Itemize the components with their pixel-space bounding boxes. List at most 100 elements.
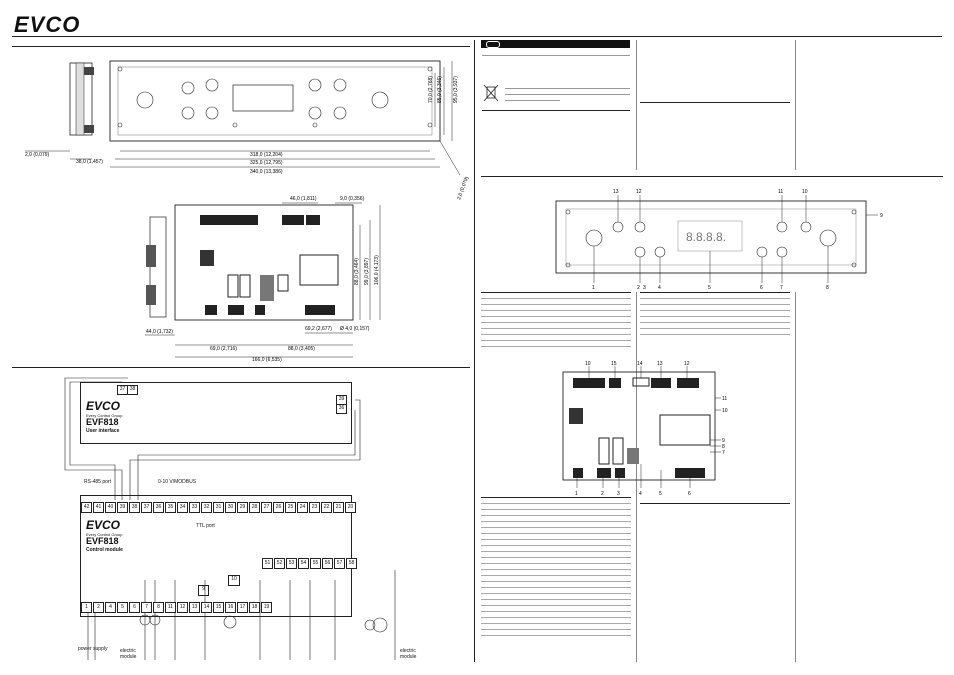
terminal: 1 (81, 602, 92, 613)
terminal: 52 (274, 558, 285, 569)
table-row-rule (481, 551, 631, 557)
svg-text:69,2 (2,677): 69,2 (2,677) (305, 326, 332, 332)
text-rule (640, 102, 790, 103)
warning-tag-icon (486, 41, 500, 48)
terminal: 29 (237, 502, 248, 513)
text-rule (505, 94, 630, 95)
svg-text:12: 12 (636, 189, 642, 195)
svg-text:14: 14 (637, 361, 643, 367)
svg-text:7: 7 (780, 285, 783, 290)
svg-text:2,0 (0,079): 2,0 (0,079) (25, 152, 50, 158)
svg-text:11: 11 (778, 189, 783, 195)
svg-text:10: 10 (722, 408, 728, 414)
table-row-rule (481, 310, 631, 316)
svg-text:13: 13 (657, 361, 663, 367)
svg-text:8.8.8.8.: 8.8.8.8. (686, 230, 726, 244)
table-row-rule (640, 310, 790, 316)
table-row-rule (481, 599, 631, 605)
terminal: 51 (262, 558, 273, 569)
svg-text:85,0 (3,346): 85,0 (3,346) (437, 76, 443, 103)
svg-text:6: 6 (760, 285, 763, 290)
terminal: 19 (261, 602, 272, 613)
table-row-rule (481, 497, 631, 503)
table-row-rule (481, 304, 631, 310)
text-rule (482, 110, 630, 111)
right-section-rule (481, 176, 943, 177)
terminal: 20 (345, 502, 356, 513)
table-row-rule (481, 521, 631, 527)
table-row-rule (481, 623, 631, 629)
table-row-rule (481, 527, 631, 533)
svg-text:38,0 (1,457): 38,0 (1,457) (76, 159, 103, 165)
terminal: 26 (273, 502, 284, 513)
board-drawing: 46,0 (1,811) 9,0 (0,356) 88,0 (3,464) 99… (145, 196, 381, 363)
legend-table-1 (481, 292, 631, 352)
rs485-label: RS-485 port (84, 479, 111, 485)
evco-logo: EVCO (14, 12, 81, 37)
terminal: 22 (321, 502, 332, 513)
svg-text:106,0 (4,173): 106,0 (4,173) (374, 255, 380, 285)
warning-header-bar (481, 40, 630, 48)
table-row-rule (640, 298, 790, 304)
terminal: 33 (189, 502, 200, 513)
elec2-label: electric module (400, 648, 417, 660)
column-divider (636, 40, 637, 170)
svg-text:10: 10 (585, 361, 591, 367)
terminal: 25 (285, 502, 296, 513)
terminal: 23 (309, 502, 320, 513)
table-row-rule (481, 340, 631, 346)
table-row-rule (481, 292, 631, 298)
power-label: power supply (78, 646, 108, 652)
terminal: 14 (201, 602, 212, 613)
page-divider (474, 40, 475, 662)
terminal: 11 (165, 602, 176, 613)
terminal: 34 (177, 502, 188, 513)
header-rule (12, 36, 942, 37)
table-row-rule (481, 533, 631, 539)
terminal: 28 (249, 502, 260, 513)
elec1-label: electric module (120, 648, 137, 660)
svg-text:8: 8 (722, 444, 725, 450)
terminal: 36 (153, 502, 164, 513)
terminal: 42 (81, 502, 92, 513)
table-row-rule (640, 304, 790, 310)
table-row-rule (481, 316, 631, 322)
section-rule-mid (12, 367, 470, 368)
terminal: 54 (298, 558, 309, 569)
svg-text:5: 5 (708, 285, 711, 290)
terminal: 39 (117, 502, 128, 513)
terminal: 4 (105, 602, 116, 613)
svg-text:10: 10 (802, 189, 808, 195)
terminal: 40 (105, 502, 116, 513)
column-divider (636, 292, 637, 662)
table-row-rule (481, 509, 631, 515)
terminal: 7 (141, 602, 152, 613)
terminal: 21 (333, 502, 344, 513)
svg-text:9,0 (0,356): 9,0 (0,356) (340, 196, 365, 202)
svg-text:4: 4 (639, 491, 642, 497)
svg-text:2,0 (0,079): 2,0 (0,079) (456, 176, 470, 201)
svg-text:6: 6 (688, 491, 691, 497)
table-row-rule (481, 569, 631, 575)
v12-label: 0-10 V/MODBUS (158, 479, 197, 485)
svg-text:88,0 (3,464): 88,0 (3,464) (354, 258, 360, 285)
svg-text:3: 3 (643, 285, 646, 290)
table-row-rule (481, 605, 631, 611)
table-row-rule (481, 322, 631, 328)
terminal: 6 (129, 602, 140, 613)
terminal: 58 (346, 558, 357, 569)
terminal: 55 (310, 558, 321, 569)
svg-text:11: 11 (722, 396, 727, 402)
terminal: 31 (213, 502, 224, 513)
terminal-9: 9 (198, 585, 209, 596)
table-row-rule (481, 575, 631, 581)
terminal: 5 (117, 602, 128, 613)
table-row-rule (481, 539, 631, 545)
terminal: 24 (297, 502, 308, 513)
table-row-rule (481, 617, 631, 623)
svg-text:12: 12 (684, 361, 690, 367)
text-rule (505, 88, 630, 89)
svg-text:2: 2 (637, 285, 640, 290)
